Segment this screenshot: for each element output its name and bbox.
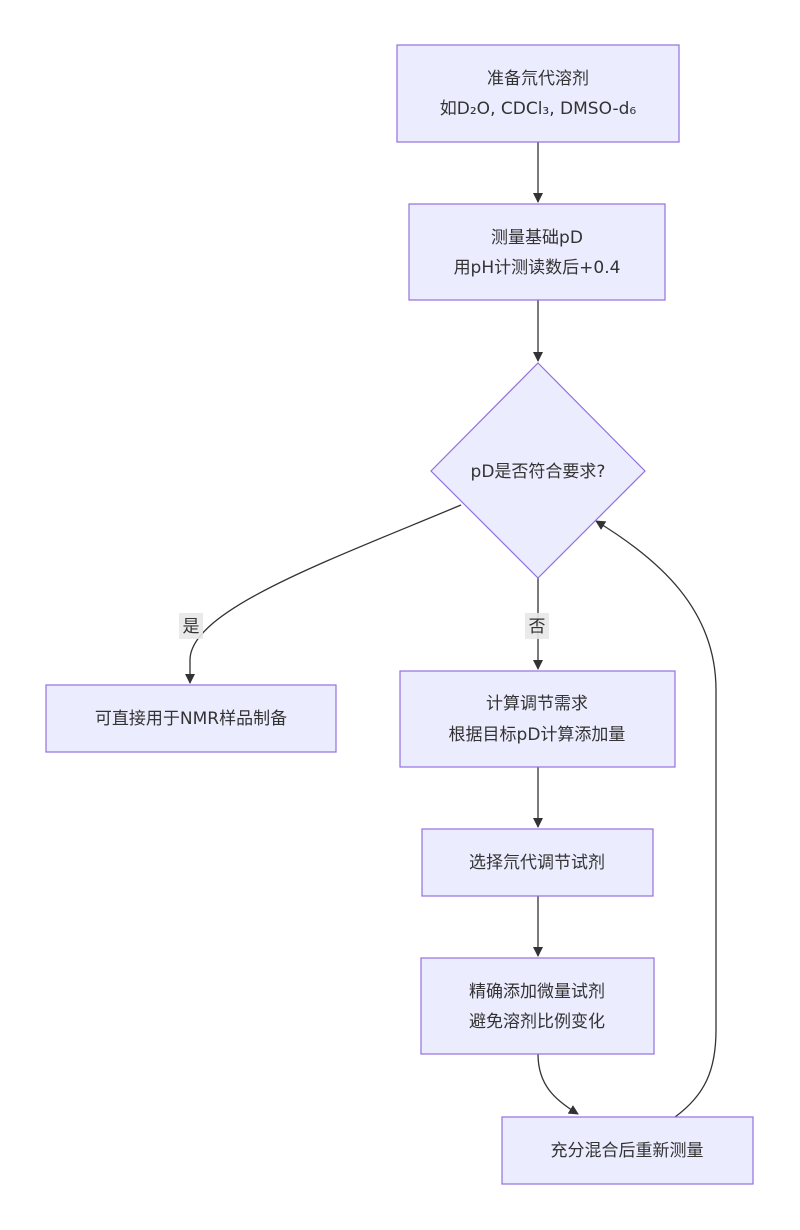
node-ready-for-nmr-text: 可直接用于NMR样品制备 <box>95 709 287 729</box>
node-select-reagent-text: 选择氘代调节试剂 <box>469 853 605 873</box>
node-add-reagent: 精确添加微量试剂 避免溶剂比例变化 <box>420 957 655 1055</box>
edge-remeasure-to-decision <box>595 520 717 1118</box>
node-select-reagent: 选择氘代调节试剂 <box>421 828 654 897</box>
edge-label-no: 否 <box>525 613 549 639</box>
node-remeasure: 充分混合后重新测量 <box>501 1116 754 1185</box>
node-measure-pd: 测量基础pD 用pH计测读数后+0.4 <box>408 203 666 301</box>
node-calc-adjust-line2: 根据目标pD计算添加量 <box>449 725 626 745</box>
node-decision: pD是否符合要求? <box>430 362 646 579</box>
edge-label-no-text: 否 <box>529 617 546 637</box>
node-add-reagent-line1: 精确添加微量试剂 <box>469 982 605 1002</box>
node-add-reagent-line2: 避免溶剂比例变化 <box>469 1012 605 1032</box>
node-prepare-solvent-line2: 如D₂O, CDCl₃, DMSO-d₆ <box>440 99 637 119</box>
node-remeasure-text: 充分混合后重新测量 <box>551 1141 704 1161</box>
node-prepare-solvent-line1: 准备氘代溶剂 <box>487 69 589 89</box>
node-measure-pd-line1: 测量基础pD <box>491 228 583 248</box>
edge-label-yes: 是 <box>179 613 203 639</box>
edge-add-to-remeasure <box>537 1053 579 1115</box>
node-prepare-solvent: 准备氘代溶剂 如D₂O, CDCl₃, DMSO-d₆ <box>396 44 680 143</box>
edge-decision-to-ready <box>185 504 462 684</box>
node-measure-pd-line2: 用pH计测读数后+0.4 <box>454 258 621 278</box>
node-ready-for-nmr: 可直接用于NMR样品制备 <box>45 684 337 753</box>
node-calc-adjust: 计算调节需求 根据目标pD计算添加量 <box>399 670 676 768</box>
node-calc-adjust-line1: 计算调节需求 <box>486 694 588 714</box>
node-decision-text: pD是否符合要求? <box>471 462 606 482</box>
edge-label-yes-text: 是 <box>183 617 200 637</box>
edges <box>185 142 717 1118</box>
